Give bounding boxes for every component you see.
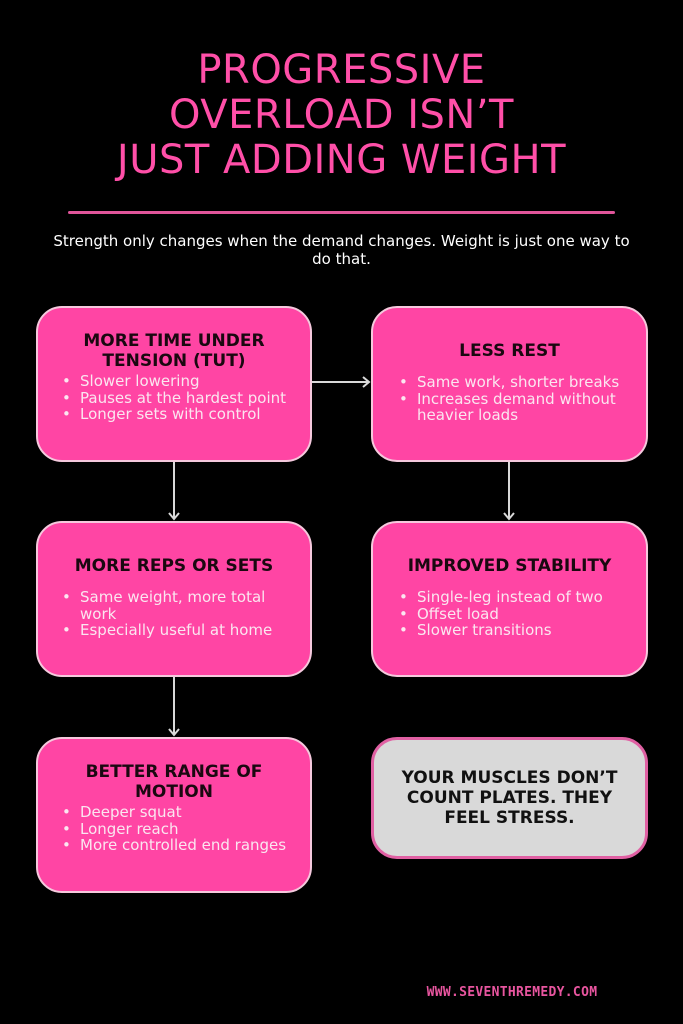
callout-quote: YOUR MUSCLES DON’T COUNT PLATES. THEY FE…	[371, 737, 648, 859]
list-item: Deeper squat	[62, 804, 296, 821]
box-title: MORE TIME UNDER TENSION (TUT)	[83, 331, 265, 371]
arrow-down-icon	[168, 461, 180, 521]
arrow-down-icon	[503, 461, 515, 521]
list-item: Longer sets with control	[62, 406, 296, 423]
list-item: Longer reach	[62, 820, 296, 838]
box-time-under-tension: MORE TIME UNDER TENSION (TUT) Slower low…	[36, 306, 312, 462]
box-title: IMPROVED STABILITY	[407, 556, 612, 576]
list-item: Slower lowering	[62, 373, 296, 390]
list-item: Increases demand without heavier loads	[399, 390, 632, 424]
list-item: More controlled end ranges	[62, 837, 296, 854]
arrow-right-icon	[311, 376, 371, 388]
arrow-down-icon	[168, 676, 180, 737]
list-item: Especially useful at home	[62, 622, 296, 639]
title-divider	[68, 211, 615, 214]
list-item: Same work, shorter breaks	[399, 374, 632, 391]
website-link[interactable]: WWW.SEVENTHREMEDY.COM	[426, 985, 598, 1000]
list-item: Slower transitions	[399, 622, 632, 639]
box-title: MORE REPS OR SETS	[74, 556, 274, 576]
subtitle: Strength only changes when the demand ch…	[53, 232, 630, 268]
box-list: Deeper squat Longer reach More controlle…	[52, 804, 296, 854]
list-item: Same weight, more total work	[62, 589, 296, 622]
box-list: Slower lowering Pauses at the hardest po…	[52, 373, 296, 423]
page-title: PROGRESSIVE OVERLOAD ISN’T JUST ADDING W…	[0, 48, 683, 183]
list-item: Single-leg instead of two	[399, 589, 632, 606]
box-improved-stability: IMPROVED STABILITY Single-leg instead of…	[371, 521, 648, 677]
callout-text: YOUR MUSCLES DON’T COUNT PLATES. THEY FE…	[401, 768, 618, 828]
title-line-2: OVERLOAD ISN’T	[169, 92, 514, 138]
box-less-rest: LESS REST Same work, shorter breaks Incr…	[371, 306, 648, 462]
list-item: Offset load	[399, 605, 632, 623]
box-list: Single-leg instead of two Offset load Sl…	[387, 589, 632, 639]
box-title: BETTER RANGE OF MOTION	[85, 762, 263, 802]
box-list: Same weight, more total work Especially …	[52, 589, 296, 639]
title-line-1: PROGRESSIVE	[197, 47, 486, 93]
box-better-range-of-motion: BETTER RANGE OF MOTION Deeper squat Long…	[36, 737, 312, 893]
box-title: LESS REST	[459, 341, 560, 361]
list-item: Pauses at the hardest point	[62, 389, 296, 407]
box-more-reps-or-sets: MORE REPS OR SETS Same weight, more tota…	[36, 521, 312, 677]
title-line-3: JUST ADDING WEIGHT	[116, 137, 567, 183]
box-list: Same work, shorter breaks Increases dema…	[387, 374, 632, 424]
